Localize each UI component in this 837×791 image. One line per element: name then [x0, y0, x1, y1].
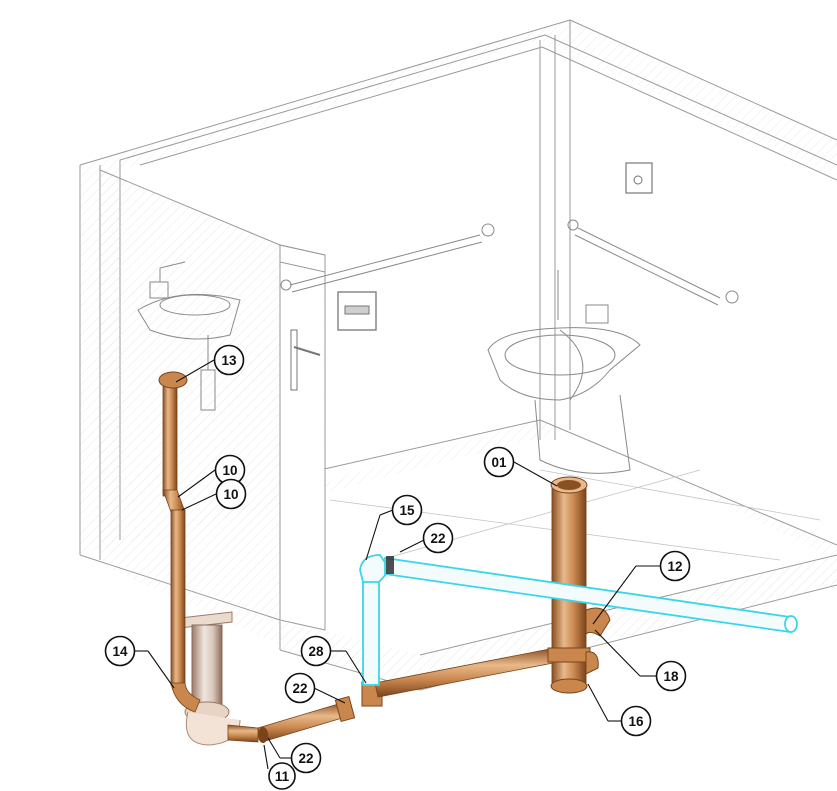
- svg-text:22: 22: [298, 751, 313, 766]
- svg-text:11: 11: [275, 769, 290, 784]
- svg-text:15: 15: [399, 503, 415, 518]
- callout-28: 28: [300, 635, 332, 667]
- svg-text:22: 22: [430, 531, 445, 546]
- cyan-pipe-network: [359, 554, 798, 686]
- callout-leaders: [134, 359, 660, 770]
- svg-text:14: 14: [112, 644, 128, 659]
- svg-text:13: 13: [221, 353, 237, 368]
- callout-10-upper: 10: [214, 454, 246, 486]
- callout-16: 16: [620, 705, 652, 737]
- door-handle: [290, 329, 321, 391]
- wall-outlet: [625, 162, 653, 194]
- svg-text:18: 18: [663, 669, 679, 684]
- callout-12: 12: [659, 550, 691, 582]
- callout-10-lower: 10: [215, 478, 247, 510]
- callout-22-middle: 22: [284, 672, 316, 704]
- svg-text:10: 10: [223, 487, 238, 502]
- svg-text:01: 01: [491, 455, 507, 470]
- svg-text:22: 22: [292, 681, 307, 696]
- svg-text:10: 10: [222, 463, 237, 478]
- callout-18: 18: [655, 660, 687, 692]
- svg-text:16: 16: [628, 714, 644, 729]
- grab-bar-left: [280, 223, 495, 293]
- callout-14: 14: [104, 635, 136, 667]
- washbasin: [137, 261, 241, 411]
- svg-text:12: 12: [667, 559, 682, 574]
- callout-22-cyan: 22: [422, 522, 454, 554]
- toilet: [487, 270, 641, 474]
- callout-11: 11: [268, 762, 296, 790]
- svg-text:28: 28: [308, 644, 324, 659]
- callout-22-bottom: 22: [290, 742, 322, 774]
- toilet-paper-holder: [337, 291, 377, 331]
- callout-13: 13: [213, 344, 245, 376]
- callout-01: 01: [483, 446, 515, 478]
- callout-15: 15: [391, 494, 423, 526]
- room-walls: [79, 19, 837, 691]
- grab-bar-right: [567, 219, 739, 306]
